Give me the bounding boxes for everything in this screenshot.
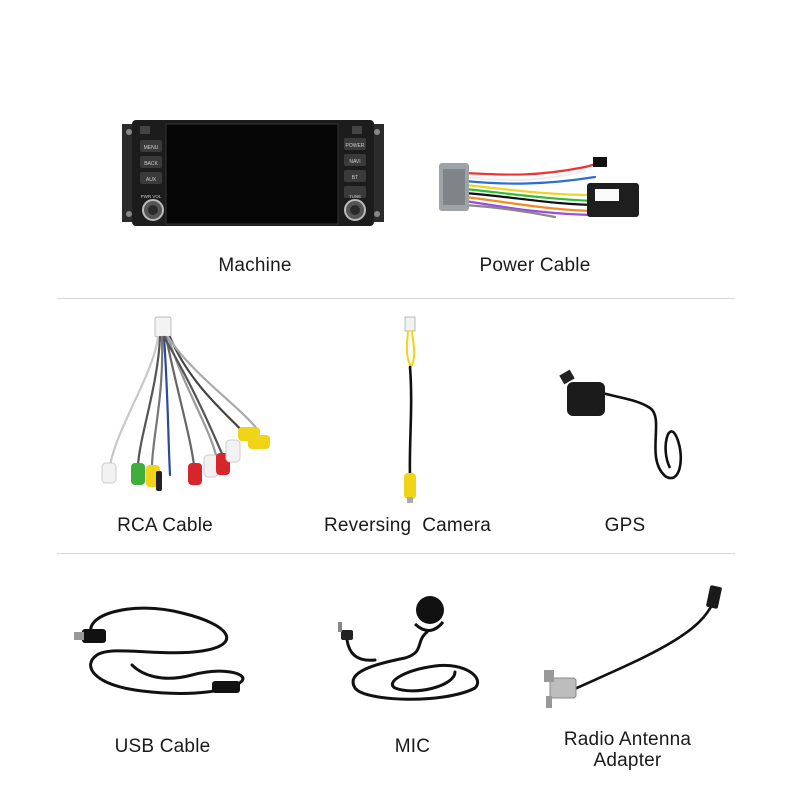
left-knob-label: PWR VOL	[141, 194, 162, 199]
rca-cable-item	[98, 315, 273, 503]
mic-caption: MIC	[394, 736, 431, 757]
microphone-icon	[338, 596, 479, 701]
rca-plugs	[101, 427, 270, 491]
back-button-label: BACK	[144, 161, 158, 167]
radio-antenna-adapter-caption: Radio Antenna Adapter	[563, 729, 692, 771]
row-divider-2	[57, 553, 735, 554]
power-cable-caption: Power Cable	[479, 255, 591, 276]
right-button-column	[344, 138, 366, 198]
power-cable-item	[435, 155, 645, 225]
machine-item: MENU BACK AUX POWER NAVI BT PWR VOL TUNE	[122, 118, 384, 230]
radio-antenna-adapter-item	[540, 582, 730, 712]
rca-cable-caption: RCA Cable	[117, 515, 213, 536]
reversing-camera-item	[395, 315, 425, 505]
camera-cable-icon	[404, 316, 416, 503]
antenna-adapter-icon	[544, 585, 722, 708]
right-knob-label: TUNE	[349, 194, 361, 199]
machine-caption: Machine	[218, 255, 292, 276]
power-harness-icon	[439, 157, 639, 219]
aux-button-label: AUX	[146, 177, 157, 183]
navi-button-label: NAVI	[349, 159, 360, 165]
head-unit-icon: MENU BACK AUX POWER NAVI BT PWR VOL TUNE	[122, 120, 384, 226]
mic-item	[335, 592, 485, 712]
usb-cable-item	[72, 595, 250, 705]
gps-item	[555, 358, 690, 486]
gps-caption: GPS	[604, 515, 646, 536]
usb-cable-icon	[74, 606, 245, 695]
menu-button-label: MENU	[144, 145, 159, 151]
bt-button-label: BT	[352, 175, 358, 181]
power-button-label: POWER	[346, 143, 365, 149]
reversing-camera-caption: Reversing Camera	[323, 515, 492, 536]
row-divider-1	[57, 298, 735, 299]
usb-cable-caption: USB Cable	[114, 736, 211, 757]
left-button-column	[140, 140, 162, 184]
rca-harness-icon	[101, 316, 270, 491]
gps-antenna-icon	[559, 369, 683, 480]
